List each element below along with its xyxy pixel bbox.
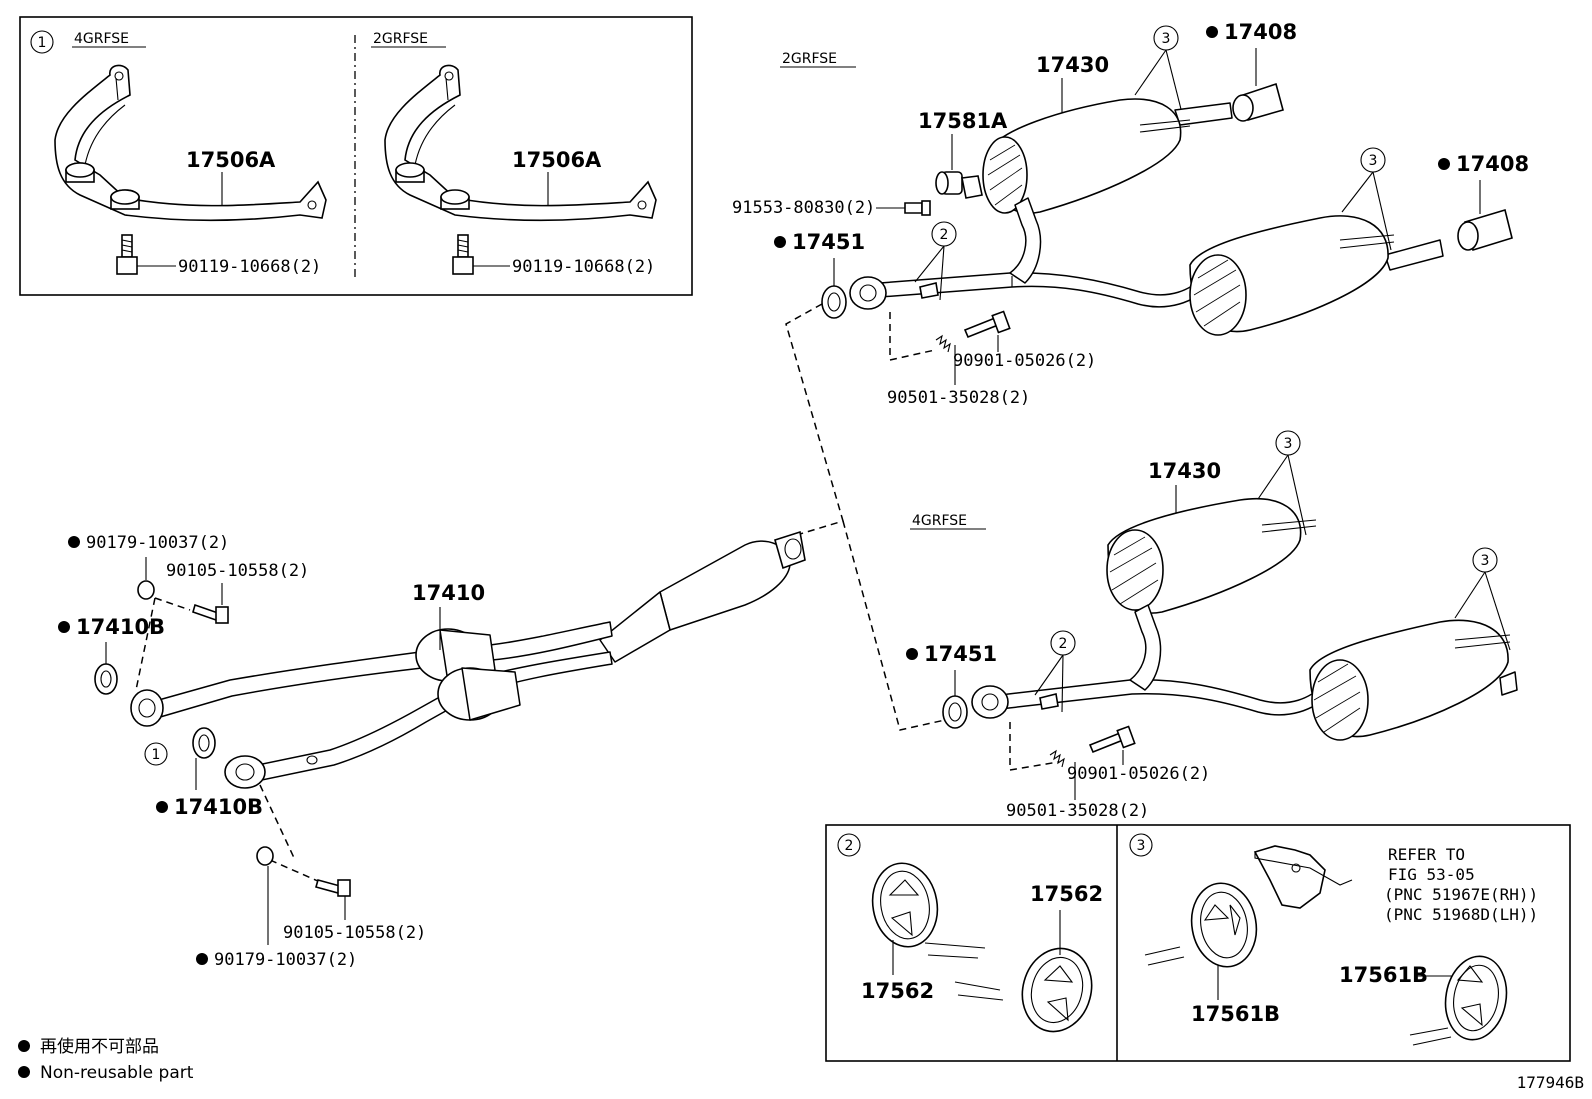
inset-3-ref-1: REFER TO bbox=[1388, 845, 1465, 864]
lower-callout-2: 2 bbox=[1059, 636, 1068, 652]
inset-3-ref-2: FIG 53-05 bbox=[1388, 865, 1475, 884]
inset-1-frame bbox=[19, 16, 693, 296]
legend-dot-jp bbox=[18, 1040, 30, 1052]
lower-spring-label: 90501-35028(2) bbox=[1006, 801, 1149, 821]
front-resonator bbox=[659, 540, 791, 631]
inset-1: 1 4GRFSE 2GRFSE 17506A 90119-10668(2) bbox=[19, 16, 693, 296]
hanger-17561B-left bbox=[1144, 882, 1258, 968]
front-gasket-bottom bbox=[192, 727, 216, 759]
upper-valve-bolt: 91553-80830(2) bbox=[732, 198, 875, 218]
front-pipe-assembly: 17410 90179-10037(2) 90105-10558(2) 1741… bbox=[58, 530, 806, 970]
reference-bracket bbox=[1253, 845, 1353, 909]
upper-gasket bbox=[821, 285, 847, 319]
upper-spring-label: 90501-35028(2) bbox=[887, 388, 1030, 408]
upper-tip-a-part bbox=[1232, 82, 1284, 122]
inset-2-part-a: 17562 bbox=[861, 979, 934, 1003]
front-bolt-top bbox=[192, 603, 219, 622]
lower-flange bbox=[971, 685, 1009, 719]
inset-3-ref-3: (PNC 51967E(RH)) bbox=[1384, 885, 1538, 904]
inset-2-callout: 2 bbox=[845, 838, 854, 854]
inset-3-part-b: 17561B bbox=[1339, 963, 1428, 987]
inset-3-ref-4: (PNC 51968D(LH)) bbox=[1384, 905, 1538, 924]
front-nut-top-label: 90179-10037(2) bbox=[86, 533, 229, 553]
front-nut-bottom-label: 90179-10037(2) bbox=[214, 950, 357, 970]
front-nut-bottom bbox=[256, 846, 274, 866]
upper-engine-label: 2GRFSE bbox=[782, 51, 837, 67]
upper-flange bbox=[849, 276, 887, 310]
lower-muffler-front bbox=[1309, 619, 1518, 741]
front-bolt-bottom bbox=[315, 879, 341, 894]
bracket-17506A-left bbox=[54, 64, 327, 222]
lower-engine-label: 4GRFSE bbox=[912, 513, 967, 529]
front-bolt-bottom-label: 90105-10558(2) bbox=[283, 923, 426, 943]
inset-1-right-engine: 2GRFSE bbox=[373, 31, 428, 47]
upper-bolt-label: 90901-05026(2) bbox=[953, 351, 1096, 371]
front-bolt-top-label: 90105-10558(2) bbox=[166, 561, 309, 581]
legend-en: Non-reusable part bbox=[40, 1063, 194, 1083]
upper-valve-label: 17581A bbox=[918, 109, 1008, 133]
inset-1-left-bolt: 90119-10668(2) bbox=[178, 257, 321, 277]
lower-gasket bbox=[942, 695, 968, 729]
bolt-left bbox=[116, 234, 138, 275]
upper-callout-2: 2 bbox=[940, 227, 949, 243]
upper-tip-a: 17408 bbox=[1224, 20, 1297, 44]
lower-bolt bbox=[1088, 725, 1136, 754]
bolt-right bbox=[452, 234, 474, 275]
front-gasket-top bbox=[94, 663, 118, 695]
upper-bolt bbox=[963, 310, 1011, 339]
upper-muffler-front bbox=[1189, 215, 1444, 336]
hanger-17561B-right bbox=[1409, 955, 1508, 1046]
hanger-17562-left bbox=[871, 862, 986, 959]
front-callout-1: 1 bbox=[152, 747, 161, 763]
bracket-17506A-right bbox=[384, 64, 657, 222]
front-nut-top bbox=[137, 580, 155, 600]
inset-1-left-engine: 4GRFSE bbox=[74, 31, 129, 47]
legend: 再使用不可部品 Non-reusable part bbox=[18, 1036, 194, 1083]
front-flange-upper bbox=[130, 689, 164, 727]
upper-tip-b-part bbox=[1457, 208, 1513, 252]
lower-callout-3b: 3 bbox=[1481, 553, 1490, 569]
upper-gasket-label: 17451 bbox=[792, 230, 865, 254]
inset-1-right-bolt: 90119-10668(2) bbox=[512, 257, 655, 277]
lower-callout-3a: 3 bbox=[1284, 436, 1293, 452]
inset-1-callout-circle bbox=[30, 30, 54, 54]
inset-1-left-part: 17506A bbox=[186, 148, 276, 172]
front-flange-lower bbox=[224, 755, 266, 789]
upper-right-assembly: 2GRFSE 17430 3 17408 17581A bbox=[732, 20, 1529, 408]
lower-gasket-label: 17451 bbox=[924, 642, 997, 666]
upper-tip-b: 17408 bbox=[1456, 152, 1529, 176]
inset-2-3-frame bbox=[825, 824, 1571, 1062]
figure-id: 177946B bbox=[1517, 1073, 1584, 1092]
inset-3-part-a: 17561B bbox=[1191, 1002, 1280, 1026]
front-pipe-label: 17410 bbox=[412, 581, 485, 605]
inset-2-part-b: 17562 bbox=[1030, 882, 1103, 906]
connector-upper bbox=[785, 303, 844, 535]
inset-2-3: 2 17562 17562 3 REFER TO FIG 53-05 bbox=[825, 824, 1571, 1062]
upper-callout-3b: 3 bbox=[1369, 153, 1378, 169]
front-gasket-top-label: 17410B bbox=[76, 615, 165, 639]
legend-dot-en bbox=[18, 1066, 30, 1078]
upper-valve-part bbox=[935, 171, 983, 199]
inset-1-callout: 1 bbox=[38, 35, 47, 51]
upper-muffler-rear bbox=[982, 98, 1233, 214]
legend-jp: 再使用不可部品 bbox=[40, 1036, 159, 1057]
front-gasket-bottom-label: 17410B bbox=[174, 795, 263, 819]
connector-lower bbox=[842, 520, 946, 731]
inset-3-callout: 3 bbox=[1137, 838, 1146, 854]
lower-right-assembly: 4GRFSE 17430 3 3 17451 bbox=[906, 430, 1518, 821]
hanger-17562-right bbox=[954, 947, 1093, 1033]
inset-1-right-part: 17506A bbox=[512, 148, 602, 172]
lower-muffler-label: 17430 bbox=[1148, 459, 1221, 483]
upper-callout-3a: 3 bbox=[1162, 31, 1171, 47]
lower-bolt-label: 90901-05026(2) bbox=[1067, 764, 1210, 784]
lower-muffler-rear bbox=[1106, 498, 1317, 614]
upper-muffler-label: 17430 bbox=[1036, 53, 1109, 77]
